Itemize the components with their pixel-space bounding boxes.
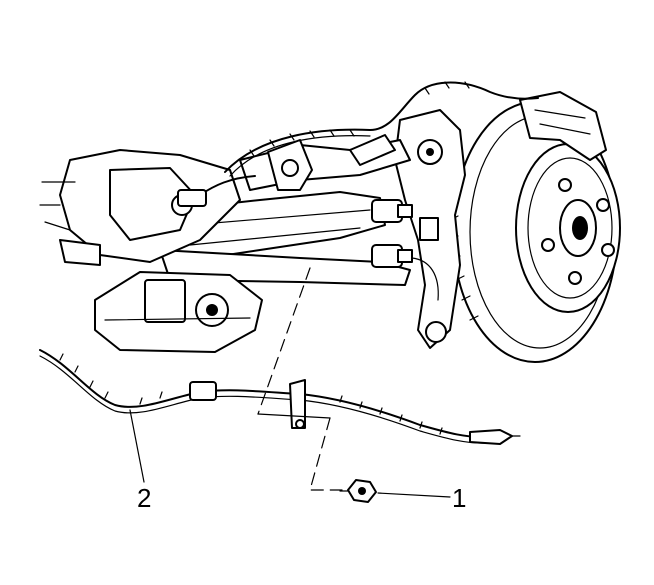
cable-end-fitting (469, 429, 513, 445)
brake-cable (39, 349, 521, 445)
leader-1 (377, 492, 451, 498)
wiring-harness (177, 81, 539, 207)
arm-connectors (371, 199, 439, 301)
bolt (339, 479, 377, 503)
brake-rotor-assembly (449, 91, 621, 363)
install-path (257, 267, 343, 491)
lower-mount (94, 271, 263, 353)
callout-1: 1 (452, 483, 466, 513)
callout-2: 2 (137, 483, 151, 513)
leader-2 (129, 409, 145, 483)
wheel-studs (541, 178, 615, 285)
knuckle (394, 109, 466, 349)
leader-lines (129, 409, 451, 498)
cable-grommet (189, 381, 217, 401)
subframe (39, 149, 241, 266)
harness-connector (349, 134, 396, 166)
brake-caliper (519, 91, 607, 161)
